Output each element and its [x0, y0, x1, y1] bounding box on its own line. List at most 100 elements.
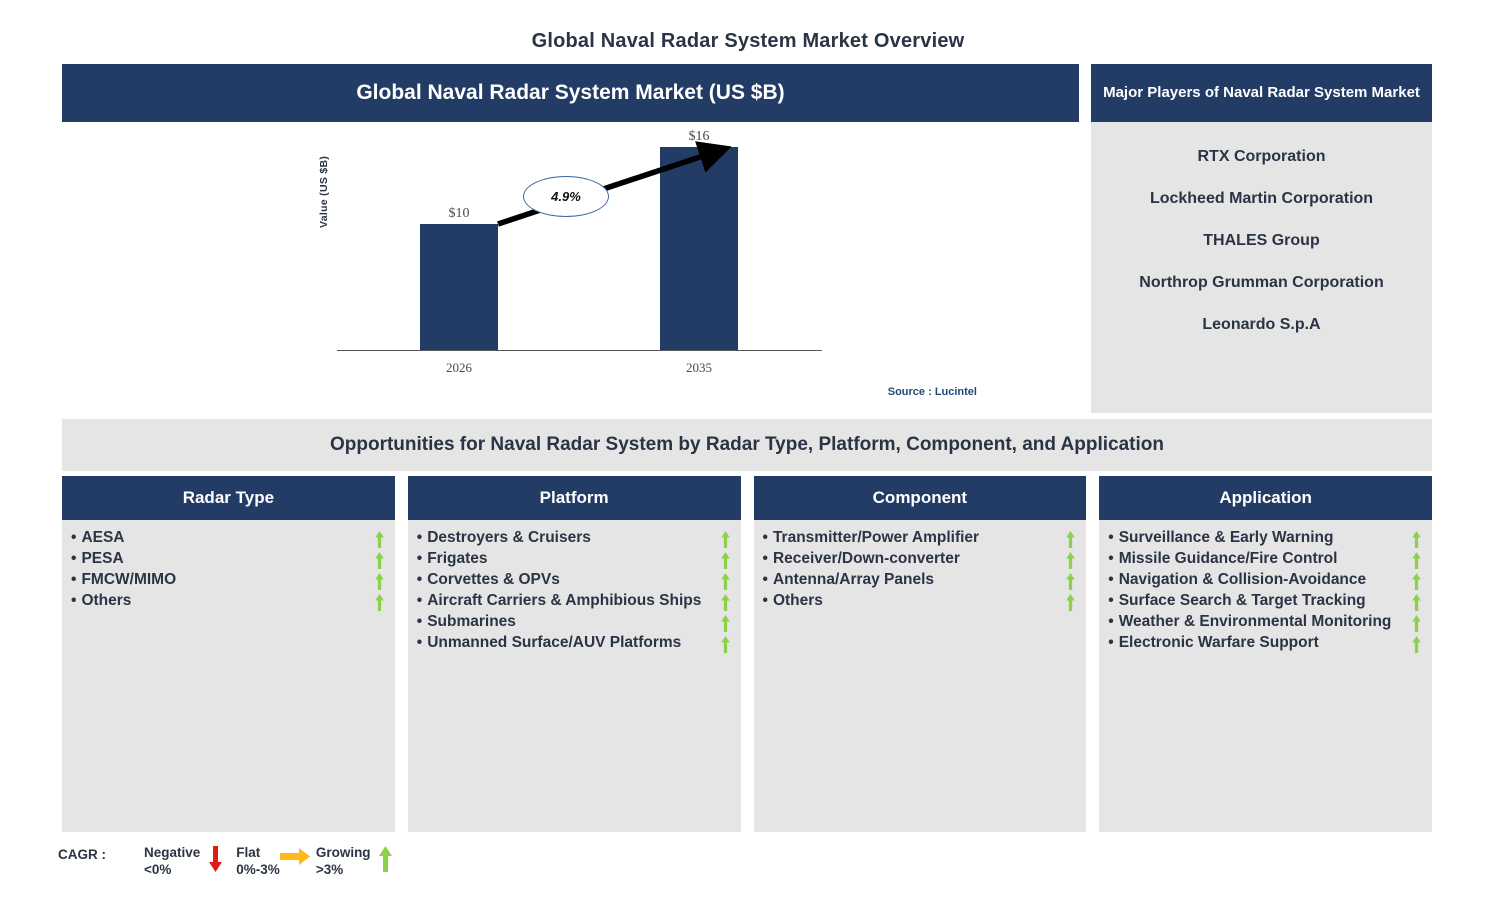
list-item-label: FMCW/MIMO — [81, 570, 177, 588]
arrow-up-icon — [374, 551, 385, 569]
bullet-icon: • — [1108, 612, 1114, 630]
legend-range: <0% — [144, 861, 172, 877]
arrow-up-icon — [1411, 635, 1422, 653]
column-platform: Platform •Destroyers & Cruisers•Frigates… — [407, 476, 741, 832]
list-item: •Missile Guidance/Fire Control — [1105, 550, 1424, 569]
list-item: •Aircraft Carriers & Amphibious Ships — [414, 592, 733, 611]
bullet-icon: • — [71, 529, 77, 546]
legend-item-negative: Negative <0% — [144, 845, 230, 879]
arrow-up-icon — [1411, 551, 1422, 569]
cagr-bubble: 4.9% — [523, 176, 609, 217]
column-application: Application •Surveillance & Early Warnin… — [1099, 476, 1432, 832]
list-item: •Others — [68, 592, 387, 611]
arrow-up-icon — [1411, 593, 1422, 611]
list-item: •Surface Search & Target Tracking — [1105, 592, 1424, 611]
list-item: •Electronic Warfare Support — [1105, 634, 1424, 653]
list-item-label: Weather & Environmental Monitoring — [1118, 612, 1392, 630]
arrow-up-icon — [720, 551, 731, 569]
column-radar-type: Radar Type •AESA•PESA•FMCW/MIMO•Others — [62, 476, 395, 832]
legend-title: CAGR : — [58, 847, 106, 862]
arrow-right-icon — [279, 845, 310, 867]
arrow-up-icon — [1411, 614, 1422, 632]
list-item: •Frigates — [414, 550, 733, 569]
arrow-up-icon — [720, 614, 731, 632]
list-item-label: Receiver/Down-converter — [772, 549, 960, 567]
list-item: •Others — [760, 592, 1079, 611]
list-item-label: AESA — [81, 529, 125, 546]
legend-item-growing: Growing >3% — [316, 845, 401, 879]
list-item-label: Unmanned Surface/AUV Platforms — [427, 633, 682, 651]
list-item-label: Frigates — [427, 549, 488, 567]
bullet-icon: • — [416, 570, 423, 588]
opportunity-columns: Radar Type •AESA•PESA•FMCW/MIMO•Others P… — [62, 476, 1432, 832]
arrow-up-icon — [1065, 551, 1076, 569]
list-item: Leonardo S.p.A — [1202, 316, 1321, 333]
bullet-icon: • — [762, 529, 768, 546]
cagr-growth-arrow-icon — [497, 141, 732, 227]
arrow-up-icon — [1411, 531, 1422, 548]
major-players-header: Major Players of Naval Radar System Mark… — [1091, 64, 1432, 122]
page-title: Global Naval Radar System Market Overvie… — [531, 30, 965, 52]
arrow-up-icon — [720, 531, 731, 548]
arrow-up-icon — [1065, 572, 1076, 590]
list-item: RTX Corporation — [1197, 148, 1326, 165]
list-item-label: Corvettes & OPVs — [427, 570, 560, 588]
list-item-label: Navigation & Collision-Avoidance — [1118, 570, 1367, 588]
arrow-up-icon — [374, 531, 385, 548]
list-item: Northrop Grumman Corporation — [1139, 274, 1384, 291]
list-item-label: Destroyers & Cruisers — [427, 529, 591, 546]
bullet-icon: • — [1108, 529, 1114, 546]
list-item: THALES Group — [1203, 232, 1320, 249]
list-item-label: Surface Search & Target Tracking — [1118, 591, 1366, 609]
column-component: Component •Transmitter/Power Amplifier•R… — [753, 476, 1087, 832]
list-item-label: Submarines — [427, 612, 516, 630]
bullet-icon: • — [71, 549, 77, 567]
list-item: •AESA — [68, 529, 387, 548]
list-item-label: Aircraft Carriers & Amphibious Ships — [427, 591, 702, 609]
list-item: •Receiver/Down-converter — [760, 550, 1079, 569]
bullet-icon: • — [416, 591, 423, 609]
list-item: •FMCW/MIMO — [68, 571, 387, 590]
arrow-up-icon — [371, 845, 401, 872]
legend-label: Growing — [315, 845, 371, 860]
list-item-label: Others — [81, 591, 132, 609]
major-players-list: RTX Corporation Lockheed Martin Corporat… — [1091, 122, 1432, 413]
list-item-label: Antenna/Array Panels — [772, 570, 935, 588]
arrow-down-icon — [200, 845, 230, 872]
bullet-icon: • — [1108, 633, 1114, 651]
arrow-up-icon — [1065, 531, 1076, 548]
list-item: •Unmanned Surface/AUV Platforms — [414, 634, 733, 653]
x-tick-2035: 2035 — [686, 360, 712, 375]
market-chart-card: Global Naval Radar System Market (US $B)… — [62, 64, 1079, 413]
legend-label: Flat — [236, 845, 261, 860]
opportunities-banner: Opportunities for Naval Radar System by … — [62, 419, 1432, 471]
arrow-up-icon — [720, 593, 731, 611]
list-item: •Antenna/Array Panels — [760, 571, 1079, 590]
arrow-up-icon — [1411, 572, 1422, 590]
list-item-label: Missile Guidance/Fire Control — [1118, 549, 1338, 567]
list-item: •Navigation & Collision-Avoidance — [1105, 571, 1424, 590]
chart-plot-area: Value (US $B) $10 $16 2026 2035 4.9% Sou… — [62, 122, 1079, 413]
bar-2035 — [660, 147, 738, 351]
cagr-legend: CAGR : Negative <0% Flat 0%-3% — [58, 845, 407, 879]
bullet-icon: • — [1108, 549, 1114, 567]
list-item-label: PESA — [81, 549, 124, 567]
column-body: •Surveillance & Early Warning•Missile Gu… — [1099, 520, 1432, 832]
bullet-icon: • — [1108, 570, 1114, 588]
arrow-up-icon — [374, 572, 385, 590]
list-item-label: Surveillance & Early Warning — [1118, 529, 1334, 546]
column-header: Radar Type — [62, 476, 395, 520]
arrow-up-icon — [720, 635, 731, 653]
legend-range: >3% — [315, 861, 344, 877]
bullet-icon: • — [762, 591, 768, 609]
bar-value-2026: $10 — [448, 206, 470, 221]
chart-source-label: Source : Lucintel — [887, 386, 977, 398]
list-item: •Surveillance & Early Warning — [1105, 529, 1424, 548]
bullet-icon: • — [416, 633, 423, 651]
arrow-up-icon — [720, 572, 731, 590]
legend-label: Negative — [144, 845, 201, 860]
bullet-icon: • — [71, 570, 77, 588]
legend-range: 0%-3% — [236, 861, 280, 877]
bar-2026 — [420, 224, 498, 351]
major-players-card: Major Players of Naval Radar System Mark… — [1091, 64, 1432, 413]
